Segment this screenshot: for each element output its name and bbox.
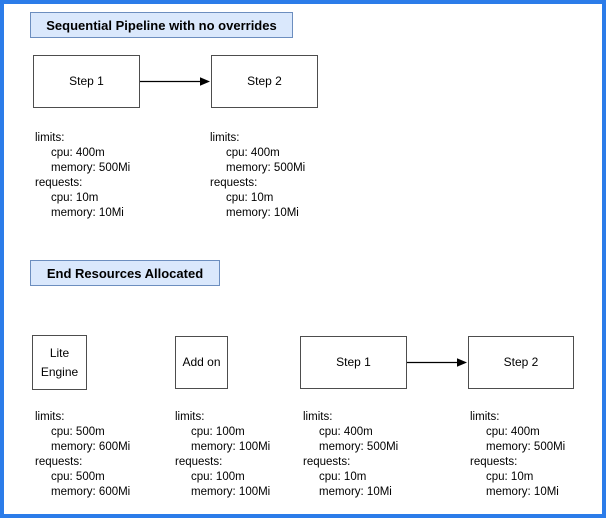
resource-block-lite-engine: limits: cpu: 500m memory: 600Mi requests… (35, 410, 130, 500)
node-step1-top: Step 1 (33, 55, 140, 108)
resource-block-step2-bottom: limits: cpu: 400m memory: 500Mi requests… (470, 410, 565, 500)
resource-block-step2-top: limits: cpu: 400m memory: 500Mi requests… (210, 131, 305, 221)
resource-line: memory: 100Mi (191, 486, 271, 498)
resource-line: limits: (175, 411, 205, 423)
resource-line: cpu: 10m (226, 192, 274, 204)
resource-line: limits: (210, 132, 240, 144)
resource-line: cpu: 100m (191, 471, 245, 483)
arrow-step1-to-step2-bottom (407, 358, 467, 367)
resource-line: memory: 600Mi (51, 441, 131, 453)
resource-block-step1-bottom: limits: cpu: 400m memory: 500Mi requests… (303, 410, 398, 500)
resource-block-step1-top: limits: cpu: 400m memory: 500Mi requests… (35, 131, 130, 221)
resource-line: requests: (35, 177, 83, 189)
resource-line: requests: (175, 456, 223, 468)
resource-line: cpu: 500m (51, 426, 105, 438)
resource-line: cpu: 100m (191, 426, 245, 438)
node-step2-bottom: Step 2 (468, 336, 574, 389)
node-lite-engine: Lite Engine (32, 335, 87, 390)
resource-line: memory: 10Mi (319, 486, 392, 498)
node-add-on: Add on (175, 336, 228, 389)
resource-line: cpu: 500m (51, 471, 105, 483)
resource-line: cpu: 10m (486, 471, 534, 483)
resource-line: cpu: 400m (51, 147, 105, 159)
resource-line: limits: (303, 411, 333, 423)
resource-line: memory: 500Mi (51, 162, 131, 174)
resource-line: limits: (470, 411, 500, 423)
resource-line: requests: (210, 177, 258, 189)
resource-line: cpu: 400m (319, 426, 373, 438)
resource-line: memory: 10Mi (51, 207, 124, 219)
resource-line: memory: 500Mi (319, 441, 399, 453)
resource-line: memory: 100Mi (191, 441, 271, 453)
resource-block-add-on: limits: cpu: 100m memory: 100Mi requests… (175, 410, 270, 500)
resource-line: memory: 600Mi (51, 486, 131, 498)
resource-line: cpu: 10m (51, 192, 99, 204)
section-title-sequential-pipeline: Sequential Pipeline with no overrides (30, 12, 293, 38)
resource-line: requests: (35, 456, 83, 468)
resource-line: limits: (35, 132, 65, 144)
resource-line: cpu: 10m (319, 471, 367, 483)
resource-line: requests: (303, 456, 351, 468)
resource-line: limits: (35, 411, 65, 423)
resource-line: cpu: 400m (226, 147, 280, 159)
resource-line: cpu: 400m (486, 426, 540, 438)
resource-line: requests: (470, 456, 518, 468)
resource-line: memory: 10Mi (486, 486, 559, 498)
resource-line: memory: 500Mi (486, 441, 566, 453)
resource-line: memory: 10Mi (226, 207, 299, 219)
node-step2-top: Step 2 (211, 55, 318, 108)
section-title-end-resources: End Resources Allocated (30, 260, 220, 286)
resource-line: memory: 500Mi (226, 162, 306, 174)
node-step1-bottom: Step 1 (300, 336, 407, 389)
arrow-step1-to-step2-top (140, 77, 210, 86)
